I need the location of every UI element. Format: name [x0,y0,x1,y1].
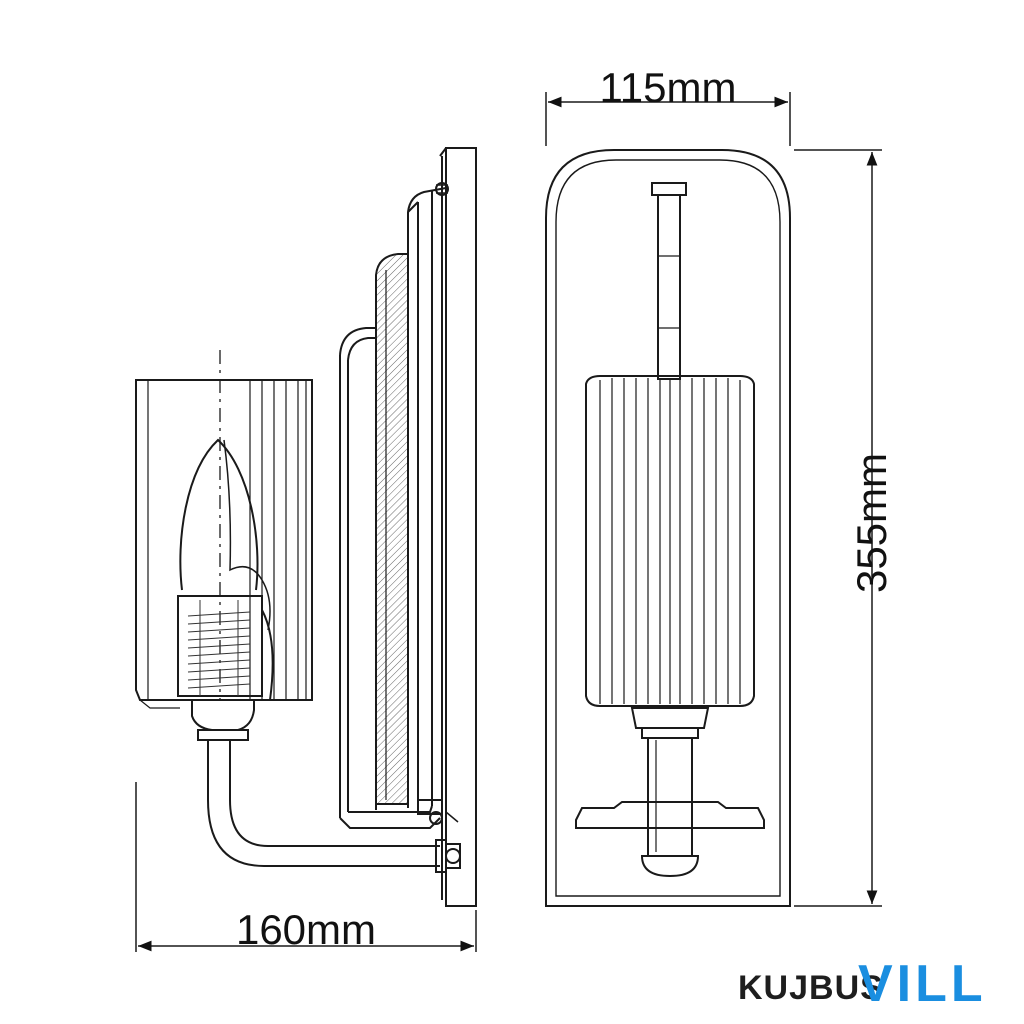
width-dimension [545,92,791,146]
front-back-plate [545,149,791,907]
arm-nut [445,848,461,864]
depth-label: 160mm [236,906,376,953]
top-screw [435,182,449,196]
logo-text-kujbus: KUJBUS [738,969,884,1007]
front-view [545,92,882,907]
front-holder [630,707,710,878]
candle-bulb [179,350,271,700]
arm-tube [207,740,461,873]
height-label: 355mm [848,453,895,593]
front-shade [585,375,755,707]
front-rod [651,182,687,380]
logo-text-vill: VILL [858,955,987,1013]
front-bracket [575,801,765,829]
depth-dimension [135,782,477,952]
wall-plate [439,147,477,907]
brand-logo: KUJBUS VILL [736,955,996,1013]
bottom-bracket [417,799,459,825]
height-dimension [794,149,882,907]
hatched-panel [375,253,409,805]
lamp-holder [177,595,274,741]
width-label: 115mm [600,64,737,111]
side-view [135,147,477,952]
front-panel [339,327,441,829]
glass-shade [135,379,313,709]
